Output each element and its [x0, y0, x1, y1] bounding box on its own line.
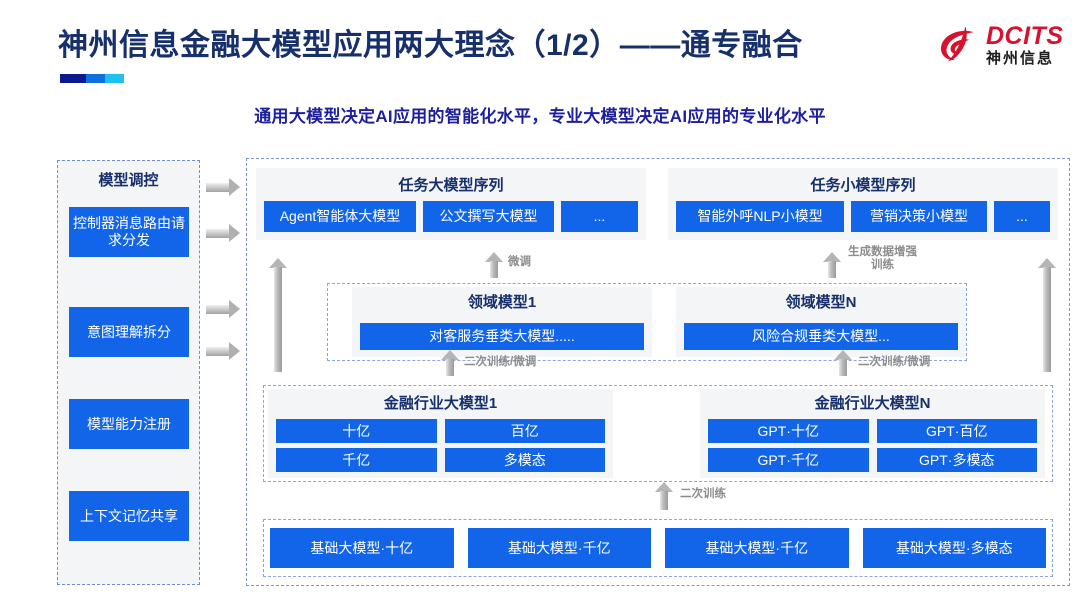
control-item-context[interactable]: 上下文记忆共享 — [69, 491, 189, 541]
title-accent-bar — [60, 74, 124, 83]
chip-marketing[interactable]: 营销决策小模型 — [851, 201, 987, 232]
flow-arrow-right-1 — [206, 178, 240, 196]
arrow-head — [441, 350, 459, 360]
task-panel-small-chips: 智能外呼NLP小模型 营销决策小模型 ... — [676, 201, 1050, 232]
chip-multimodal[interactable]: 多模态 — [444, 448, 605, 472]
brand-logo: DCITS 神州信息 — [936, 18, 1066, 72]
domain-panel-1: 领域模型1 对客服务垂类大模型..... — [352, 287, 652, 357]
chip-customer-service-model[interactable]: 对客服务垂类大模型..... — [360, 323, 644, 350]
arrow-label-retrain: 二次训练 — [680, 488, 726, 500]
flow-arrow-up-industry-to-task-left — [269, 258, 287, 372]
industry-panel-n: 金融行业大模型N GPT·十亿 GPT·百亿 GPT·千亿 GPT·多模态 — [700, 389, 1045, 478]
chip-10b[interactable]: 百亿 — [444, 419, 605, 443]
task-panel-small: 任务小模型序列 智能外呼NLP小模型 营销决策小模型 ... — [668, 168, 1058, 240]
chip-base-multimodal[interactable]: 基础大模型·多模态 — [862, 528, 1046, 568]
chip-gpt-1b[interactable]: GPT·十亿 — [708, 419, 869, 443]
domain-panel-n: 领域模型N 风险合规垂类大模型... — [676, 287, 966, 357]
arrow-label-retrain-finetune-left: 二次训练/微调 — [464, 356, 537, 368]
arrow-shaft — [274, 267, 282, 372]
arrow-shaft — [206, 183, 229, 192]
task-panel-large: 任务大模型序列 Agent智能体大模型 公文撰写大模型 ... — [256, 168, 646, 240]
brand-name: DCITS — [986, 22, 1064, 50]
accent-segment-1 — [60, 74, 86, 83]
arrow-shaft — [206, 229, 229, 238]
page-subtitle: 通用大模型决定AI应用的智能化水平，专业大模型决定AI应用的专业化水平 — [254, 107, 826, 126]
industry-panel-1: 金融行业大模型1 十亿 百亿 千亿 多模态 — [268, 389, 613, 478]
chip-gpt-10b[interactable]: GPT·百亿 — [876, 419, 1037, 443]
chip-gpt-multimodal[interactable]: GPT·多模态 — [876, 448, 1037, 472]
arrow-head — [655, 482, 673, 492]
industry-panel-1-chips: 十亿 百亿 千亿 多模态 — [276, 419, 605, 472]
arrow-shaft — [828, 261, 836, 278]
task-panel-small-title: 任务小模型序列 — [810, 177, 916, 194]
chip-doc-writing[interactable]: 公文撰写大模型 — [423, 201, 554, 232]
accent-segment-3 — [104, 74, 124, 83]
arrow-head — [1038, 258, 1056, 268]
arrow-head — [834, 350, 852, 360]
arrow-shaft — [446, 359, 454, 376]
brand-sub: 神州信息 — [986, 50, 1055, 67]
arrow-shaft — [839, 359, 847, 376]
task-panel-large-chips: Agent智能体大模型 公文撰写大模型 ... — [264, 201, 638, 232]
industry-panel-n-title: 金融行业大模型N — [814, 395, 931, 412]
chip-more-small[interactable]: ... — [994, 201, 1050, 232]
control-item-router[interactable]: 控制器消息路由请求分发 — [69, 207, 189, 257]
chip-100b[interactable]: 千亿 — [276, 448, 437, 472]
flow-arrow-up-retrain — [655, 482, 673, 510]
flow-arrow-right-3 — [206, 300, 240, 318]
control-column: 模型调控 控制器消息路由请求分发 意图理解拆分 模型能力注册 上下文记忆共享 — [57, 160, 200, 585]
chip-nlp-outbound[interactable]: 智能外呼NLP小模型 — [676, 201, 844, 232]
flow-arrow-up-retrain-finetune-left — [441, 350, 459, 376]
arrow-label-gen-data-aug: 生成数据增强 训练 — [848, 246, 917, 272]
chip-base-100b[interactable]: 基础大模型·千亿 — [467, 528, 651, 568]
industry-panel-1-title: 金融行业大模型1 — [383, 395, 498, 412]
control-item-registry[interactable]: 模型能力注册 — [69, 399, 189, 449]
flow-arrow-up-industry-to-task-right — [1038, 258, 1056, 372]
arrow-head — [823, 252, 841, 262]
brand-text: DCITS 神州信息 — [986, 22, 1064, 67]
arrow-shaft — [1043, 267, 1051, 372]
domain-model-frame — [327, 283, 967, 361]
industry-model-frame — [263, 385, 1053, 482]
base-model-frame — [263, 519, 1053, 577]
dcits-swirl-icon — [940, 26, 974, 62]
control-column-title: 模型调控 — [98, 172, 159, 189]
arrow-shaft — [660, 491, 668, 510]
chip-more-large[interactable]: ... — [561, 201, 638, 232]
arrow-label-finetune: 微调 — [508, 256, 531, 268]
arrow-shaft — [206, 305, 229, 314]
flow-arrow-up-gen-data-aug — [823, 252, 841, 278]
domain-panel-1-title: 领域模型1 — [467, 294, 537, 311]
domain-panel-n-title: 领域模型N — [785, 294, 857, 311]
flow-arrow-right-2 — [206, 224, 240, 242]
chip-risk-compliance-model[interactable]: 风险合规垂类大模型... — [684, 323, 958, 350]
accent-segment-2 — [85, 74, 105, 83]
arrow-head — [229, 224, 240, 242]
chip-base-100b-2[interactable]: 基础大模型·千亿 — [665, 528, 849, 568]
flow-arrow-up-finetune-left — [485, 252, 503, 278]
arrow-head — [485, 252, 503, 262]
arrow-head — [229, 342, 240, 360]
chip-1b[interactable]: 十亿 — [276, 419, 437, 443]
control-item-intent[interactable]: 意图理解拆分 — [69, 307, 189, 357]
chip-base-1b[interactable]: 基础大模型·十亿 — [270, 528, 454, 568]
chip-agent-model[interactable]: Agent智能体大模型 — [264, 201, 416, 232]
page-title: 神州信息金融大模型应用两大理念（1/2）——通专融合 — [58, 29, 803, 62]
task-panel-large-title: 任务大模型序列 — [398, 177, 504, 194]
industry-panel-n-chips: GPT·十亿 GPT·百亿 GPT·千亿 GPT·多模态 — [708, 419, 1037, 472]
arrow-shaft — [206, 347, 229, 356]
arrow-label-retrain-finetune-right: 二次训练/微调 — [858, 356, 931, 368]
arrow-head — [229, 300, 240, 318]
chip-gpt-100b[interactable]: GPT·千亿 — [708, 448, 869, 472]
flow-arrow-up-retrain-finetune-right — [834, 350, 852, 376]
arrow-shaft — [490, 261, 498, 278]
arrow-head — [229, 178, 240, 196]
arrow-head — [269, 258, 287, 268]
base-model-row: 基础大模型·十亿 基础大模型·千亿 基础大模型·千亿 基础大模型·多模态 — [270, 528, 1046, 568]
flow-arrow-right-4 — [206, 342, 240, 360]
architecture-frame — [246, 158, 1070, 586]
